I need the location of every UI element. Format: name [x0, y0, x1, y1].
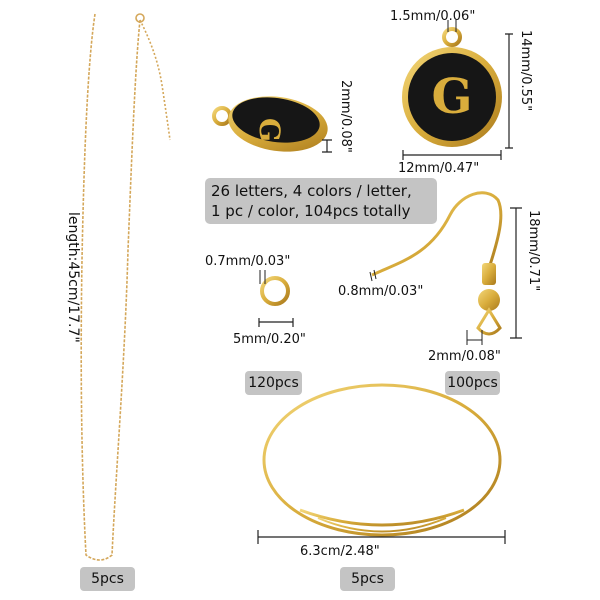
bangle — [257, 383, 506, 544]
svg-text:G: G — [253, 118, 286, 142]
pendant-width-label: 12mm/0.47" — [398, 161, 480, 176]
ear-hook — [369, 191, 522, 345]
ear-hook-loop-label: 2mm/0.08" — [428, 349, 501, 364]
bangle-quantity-badge: 5pcs — [340, 567, 395, 591]
jump-ring — [258, 270, 294, 327]
jump-ring-quantity-badge: 120pcs — [245, 371, 302, 395]
necklace-length-label: length:45cm/17.7" — [65, 212, 81, 343]
pendant-letter: G — [432, 69, 473, 125]
ear-hook-quantity-badge: 100pcs — [445, 371, 500, 395]
pendant-info-line1: 26 letters, 4 colors / letter, — [211, 182, 412, 200]
necklace-chain — [80, 13, 171, 561]
pendant-height-label: 14mm/0.55" — [518, 30, 533, 112]
jump-ring-diameter-label: 5mm/0.20" — [233, 332, 306, 347]
pendant-loop-label: 1.5mm/0.06" — [390, 9, 476, 24]
pendant-thickness-label: 2mm/0.08" — [338, 80, 353, 153]
pendant-front-view — [402, 20, 513, 160]
ear-hook-height-label: 18mm/0.71" — [526, 210, 541, 292]
pendant-side-view: G — [212, 96, 332, 153]
pendant-info-line2: 1 pc / color, 104pcs totally — [211, 202, 411, 220]
necklace-quantity-badge: 5pcs — [80, 567, 135, 591]
jump-ring-wire-label: 0.7mm/0.03" — [205, 254, 291, 269]
bangle-diameter-label: 6.3cm/2.48" — [300, 544, 380, 559]
pendant-info-box: 26 letters, 4 colors / letter, 1 pc / co… — [205, 178, 437, 224]
ear-hook-wire-label: 0.8mm/0.03" — [338, 284, 424, 299]
